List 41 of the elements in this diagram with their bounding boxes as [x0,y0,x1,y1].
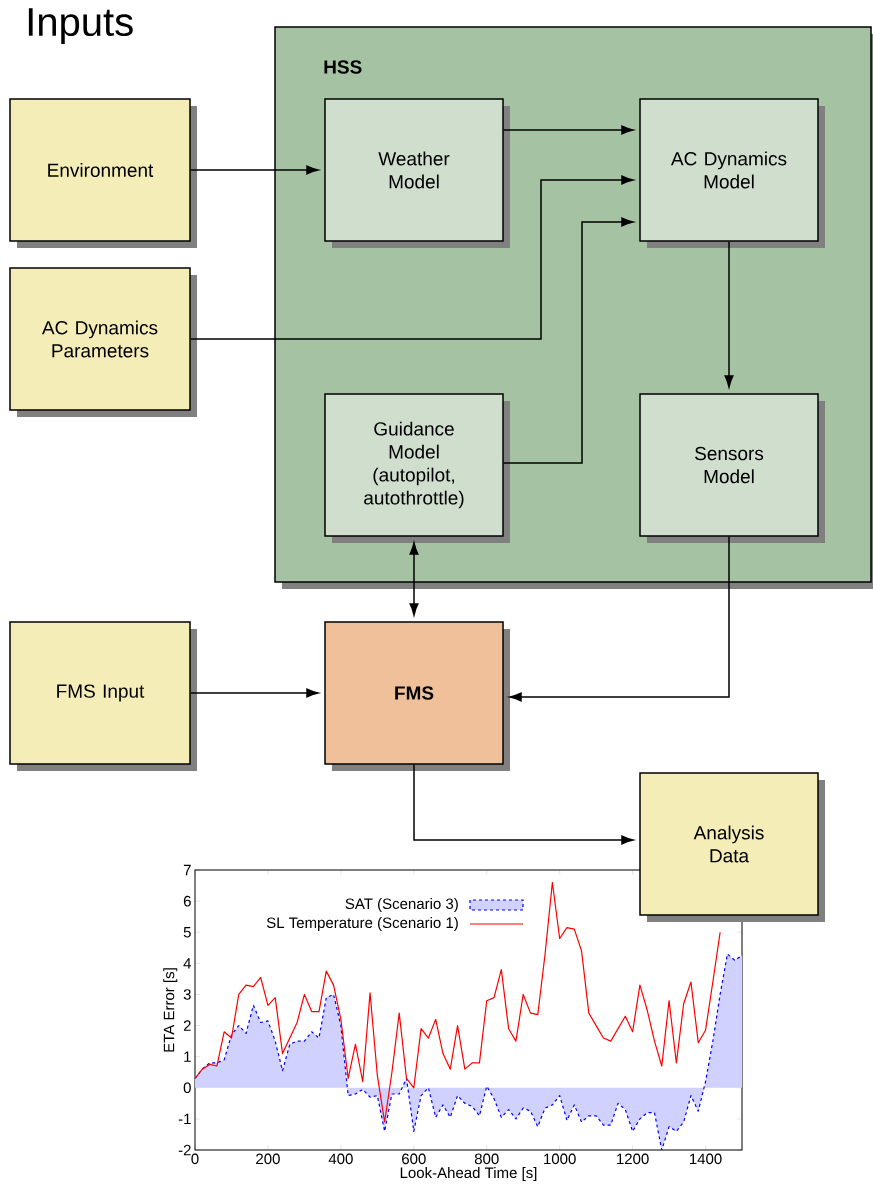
input-box: AC Dynamics Parameters [9,267,197,417]
x-tick-label: 600 [402,1153,426,1165]
y-tick-label: -2 [178,1144,191,1156]
y-tick-label: 2 [183,1020,191,1031]
arrow [724,241,734,388]
arrow [409,542,419,616]
arrow [503,125,634,135]
arrow [503,217,634,464]
section-heading: Inputs [28,8,133,44]
arrow [509,536,730,702]
line-series [195,953,743,1151]
model-box: Guidance Model (autopilot, autothrottle) [324,393,510,543]
model-box: Weather Model [324,98,510,248]
arrow [190,175,634,340]
y-tick-label: 3 [183,989,191,1000]
y-axis-title: ETA Error [s] [163,968,178,1052]
process-box: FMS [324,621,510,771]
model-box: AC Dynamics Model [639,98,825,248]
y-tick-label: -1 [178,1113,191,1125]
y-tick-label: 4 [183,958,192,969]
arrow [413,764,634,845]
input-box: Environment [9,98,197,248]
legend-label: SAT (Scenario 3) [345,898,458,912]
model-box: Sensors Model [639,393,825,543]
arrow [190,165,319,175]
y-tick-label: 6 [183,895,191,907]
y-tick-label: 5 [183,927,191,938]
x-tick-label: 400 [328,1153,353,1165]
x-tick-label: 200 [256,1153,280,1165]
x-tick-label: 1400 [690,1153,722,1165]
y-tick-label: 7 [183,864,191,876]
x-tick-label: 1000 [544,1153,576,1165]
x-tick-label: 1200 [617,1153,649,1165]
x-axis-title: Look-Ahead Time [s] [400,1167,537,1182]
x-tick-label: 800 [474,1153,499,1165]
arrow [190,688,319,698]
y-tick-label: 1 [184,1051,191,1062]
legend-label: SL Temperature (Scenario 1) [266,917,458,931]
output-box: Analysis Data [639,772,825,922]
input-box: FMS Input [9,621,197,771]
y-tick-label: 0 [183,1082,191,1094]
